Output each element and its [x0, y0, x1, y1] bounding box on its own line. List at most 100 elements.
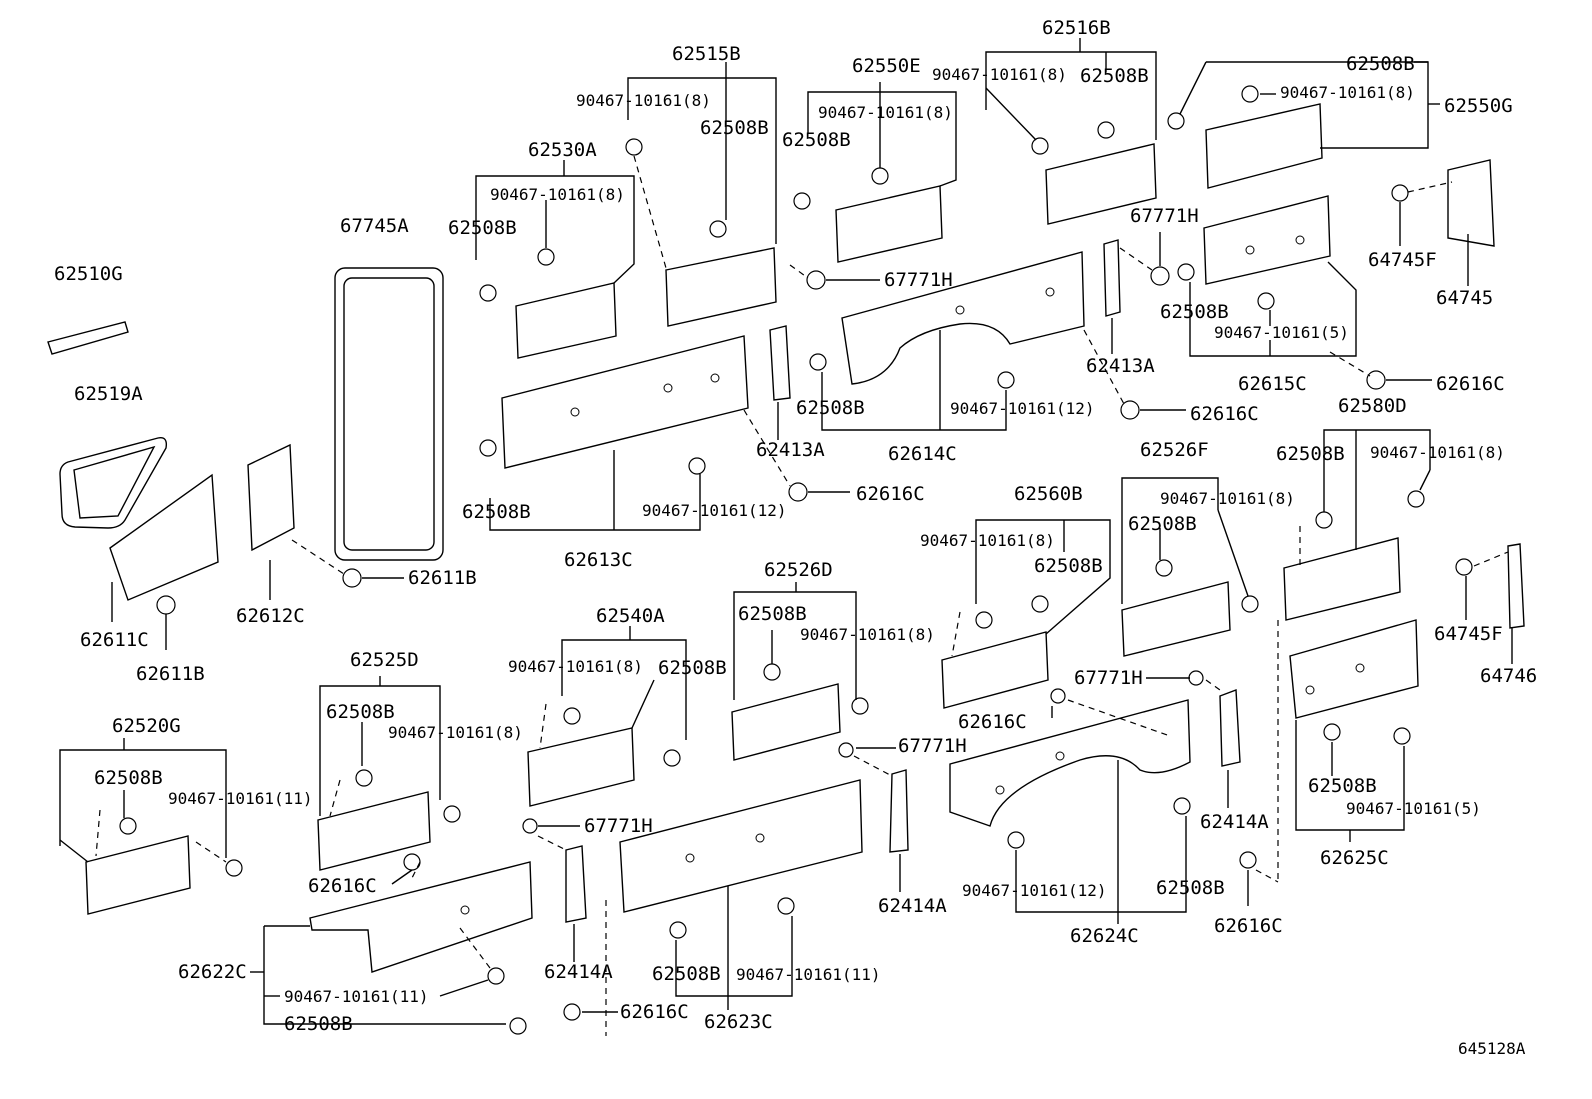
label-62414A-a: 62414A: [1200, 811, 1269, 833]
part-62510G: [47, 321, 129, 355]
label-62508B-q: 62508B: [1156, 877, 1225, 899]
part-62526D: [731, 683, 841, 761]
part-62560B: [941, 631, 1049, 709]
label-90467-c: 90467-10161(8): [576, 91, 711, 110]
label-67771H-a: 67771H: [1130, 205, 1199, 227]
label-62616C-d: 62616C: [958, 711, 1027, 733]
label-64745: 64745: [1436, 287, 1493, 309]
label-62508B-n: 62508B: [326, 701, 395, 723]
label-90467-g: 90467-10161(12): [950, 399, 1095, 418]
part-62519A: [59, 437, 168, 529]
label-90467-s: 90467-10161(11): [284, 987, 429, 1006]
diagram-id: 645128A: [1458, 1039, 1526, 1058]
label-62413A-b: 62413A: [756, 439, 825, 461]
part-62614C: [841, 251, 1085, 385]
part-62550G: [1205, 103, 1323, 189]
label-62519A: 62519A: [74, 383, 143, 405]
label-90467-k: 90467-10161(8): [920, 531, 1055, 550]
part-62623C: [619, 779, 863, 913]
part-64746: [1507, 543, 1525, 629]
label-62616C-a: 62616C: [1436, 373, 1505, 395]
label-62525D: 62525D: [350, 649, 419, 671]
part-62580D: [1283, 537, 1401, 621]
label-62526F: 62526F: [1140, 439, 1209, 461]
label-62508B-c: 62508B: [700, 117, 769, 139]
label-90467-m: 90467-10161(8): [508, 657, 643, 676]
part-62622C: [309, 861, 533, 973]
part-62516B: [1045, 143, 1157, 225]
label-62508B-m: 62508B: [658, 657, 727, 679]
part-62520G: [85, 835, 191, 915]
label-67771H-d: 67771H: [898, 735, 967, 757]
part-62624C: [949, 699, 1191, 827]
label-62611B-a: 62611B: [408, 567, 477, 589]
label-62622C: 62622C: [178, 961, 247, 983]
label-90467-h: 90467-10161(8): [1370, 443, 1505, 462]
label-90467-d: 90467-10161(8): [818, 103, 953, 122]
label-62510G: 62510G: [54, 263, 123, 285]
label-62508B-r: 62508B: [652, 963, 721, 985]
label-90467-o: 90467-10161(5): [1346, 799, 1481, 818]
label-62508B-k: 62508B: [1034, 555, 1103, 577]
label-64746: 64746: [1480, 665, 1537, 687]
part-62611C: [109, 473, 219, 601]
label-62550G: 62550G: [1444, 95, 1513, 117]
part-62625C: [1289, 619, 1419, 719]
leader-lines: [59, 38, 1513, 1036]
label-62516B: 62516B: [1042, 17, 1111, 39]
label-90467-e: 90467-10161(8): [490, 185, 625, 204]
label-90467-j: 90467-10161(12): [642, 501, 787, 520]
label-90467-l: 90467-10161(8): [800, 625, 935, 644]
label-62540A: 62540A: [596, 605, 665, 627]
label-62616C-f: 62616C: [1214, 915, 1283, 937]
label-62413A-a: 62413A: [1086, 355, 1155, 377]
part-62525D: [317, 791, 431, 871]
part-62530A: [515, 282, 617, 359]
label-90467-q: 90467-10161(12): [962, 881, 1107, 900]
label-67771H-b: 67771H: [884, 269, 953, 291]
label-62508B-l: 62508B: [738, 603, 807, 625]
label-62611C: 62611C: [80, 629, 149, 651]
label-62508B-p: 62508B: [1308, 775, 1377, 797]
label-90467-r: 90467-10161(11): [736, 965, 881, 984]
label-62526D: 62526D: [764, 559, 833, 581]
label-62616C-c: 62616C: [856, 483, 925, 505]
label-62616C-e: 62616C: [308, 875, 377, 897]
part-62613C: [501, 335, 749, 469]
part-62414A-c: [565, 845, 587, 923]
label-62560B: 62560B: [1014, 483, 1083, 505]
label-62508B-g: 62508B: [796, 397, 865, 419]
part-62413A-a: [769, 325, 791, 401]
label-62508B-f: 62508B: [1160, 301, 1229, 323]
part-62550E: [835, 185, 943, 263]
part-62540A: [527, 727, 635, 807]
label-62613C: 62613C: [564, 549, 633, 571]
label-62508B-a: 62508B: [1080, 65, 1149, 87]
label-62508B-j: 62508B: [1128, 513, 1197, 535]
label-62508B-i: 62508B: [462, 501, 531, 523]
label-62624C: 62624C: [1070, 925, 1139, 947]
part-62515B: [665, 247, 777, 327]
label-90467-p: 90467-10161(11): [168, 789, 313, 808]
label-67745A: 67745A: [340, 215, 409, 237]
part-67745A: [334, 267, 444, 561]
label-62625C: 62625C: [1320, 847, 1389, 869]
label-62612C: 62612C: [236, 605, 305, 627]
label-62508B-b: 62508B: [1346, 53, 1415, 75]
label-90467-b: 90467-10161(8): [1280, 83, 1415, 102]
label-62580D: 62580D: [1338, 395, 1407, 417]
label-90467-n: 90467-10161(8): [388, 723, 523, 742]
label-62520G: 62520G: [112, 715, 181, 737]
label-64745F-a: 64745F: [1368, 249, 1437, 271]
label-62508B-o: 62508B: [94, 767, 163, 789]
label-64745F-b: 64745F: [1434, 623, 1503, 645]
label-62508B-d: 62508B: [782, 129, 851, 151]
label-62616C-b: 62616C: [1190, 403, 1259, 425]
label-62414A-b: 62414A: [878, 895, 947, 917]
part-64745: [1447, 159, 1495, 247]
label-62508B-s: 62508B: [284, 1013, 353, 1035]
part-62615C: [1203, 195, 1331, 285]
label-90467-i: 90467-10161(8): [1160, 489, 1295, 508]
part-62413A-b: [1103, 239, 1121, 317]
